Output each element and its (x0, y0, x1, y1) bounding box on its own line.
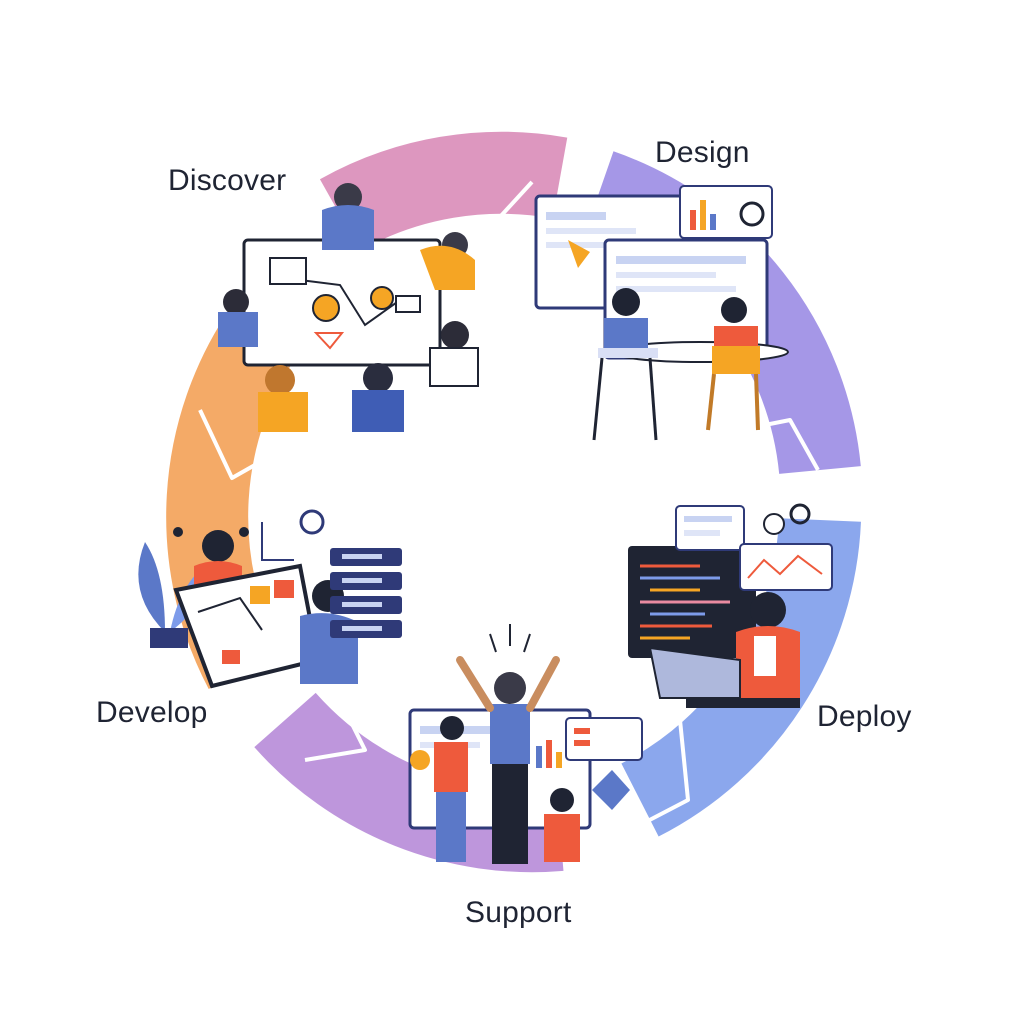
stage-label-deploy: Deploy (817, 700, 912, 733)
stage-label-design: Design (655, 136, 750, 169)
stage-label-support: Support (465, 896, 572, 929)
team-brainstorm-table-icon (218, 183, 479, 432)
flow-arrow-icon (486, 180, 534, 284)
stage-label-develop: Develop (96, 696, 208, 729)
team-celebration-icon (408, 624, 643, 864)
designers-at-screens-icon (534, 185, 789, 441)
flow-arrow-icon (304, 699, 367, 762)
developer-tablet-servers-icon (138, 509, 402, 689)
flow-arrow-icon (198, 409, 291, 480)
flow-arrow-icon (639, 719, 690, 827)
developer-laptop-code-icon (628, 503, 833, 708)
stage-label-discover: Discover (168, 164, 287, 197)
ring-segment-discover-design (319, 131, 568, 252)
